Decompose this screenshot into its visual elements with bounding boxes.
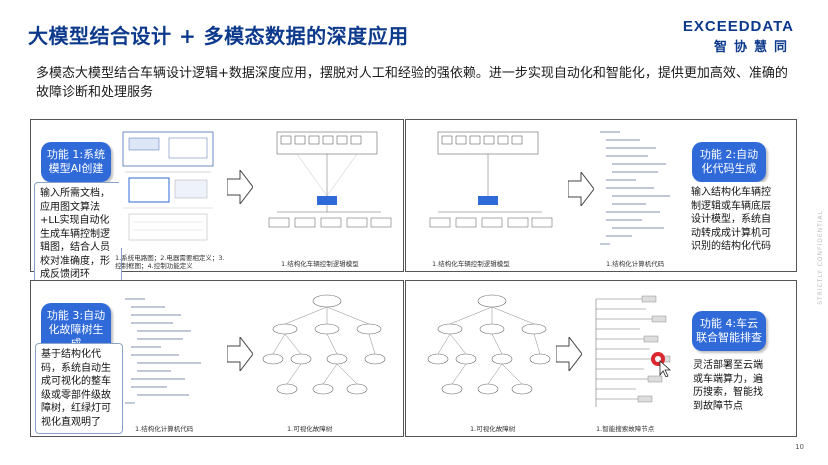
- panel-feature-1: 功能 1:系统模型AI创建 输入所需文档，应用图文算法+LL实现自动化生成车辆控…: [30, 119, 404, 287]
- control-logic-model-diagram: [268, 131, 392, 228]
- feature-2-output-caption: 1.结构化计算机代码: [606, 260, 665, 268]
- feature-2-description: 输入结构化车辆控制逻辑或车辆底层设计模型，系统自动转成成计算机可识别的结构化代码: [686, 182, 776, 258]
- company-logo: EXCEEDDATA 智协慧同: [683, 18, 794, 55]
- structured-code-snippet: [600, 131, 670, 245]
- fault-tree-diagram: [427, 294, 551, 395]
- logo-text-en: EXCEEDDATA: [682, 18, 794, 35]
- fault-node-click-icon: [651, 352, 672, 377]
- feature-1-input-caption: 1.系统电路图；2.电器需要相定义；3.控制框图；4.控制功能定义: [115, 254, 225, 270]
- page-title: 大模型结合设计 + 多模态数据的深度应用: [28, 24, 409, 48]
- feature-1-output-caption: 1.结构化车辆控制逻辑模型: [281, 260, 359, 268]
- feature-4-input-caption: 1.可视化故障树: [470, 425, 516, 433]
- flow-arrow-icon: [568, 172, 594, 206]
- feature-3-description: 基于结构化代码，系统自动生成可视化的整车级或零部件级故障树，红绿灯可视化直观明了: [35, 343, 123, 434]
- feature-3-input-caption: 1.结构化计算机代码: [135, 425, 194, 433]
- panel-feature-4: 1.可视化故障树 1.智能搜索故障节点 功能 4:车云联合智能排查 灵活部署至云…: [405, 280, 797, 437]
- system-circuit-diagram: [119, 128, 217, 248]
- confidential-side-label: STRICTLY CONFIDENTIAL: [817, 210, 824, 305]
- panel-feature-2: 1.结构化车辆控制逻辑模型 1.结构化计算机代码 功能 2:自动化代码生成 输入…: [405, 119, 797, 272]
- feature-3-output-caption: 1.可视化故障树: [287, 425, 333, 433]
- flow-arrow-icon: [227, 170, 253, 204]
- feature-4-badge: 功能 4:车云联合智能排查: [692, 311, 766, 351]
- fault-tree-diagram: [262, 294, 386, 395]
- flow-arrow-icon: [227, 337, 253, 371]
- feature-4-description: 灵活部署至云端或车端算力，遍历搜索，智能找到故障节点: [688, 355, 776, 417]
- logo-text-cn: 智协慧同: [713, 40, 794, 55]
- feature-2-badge: 功能 2:自动化代码生成: [692, 142, 766, 182]
- feature-2-input-caption: 1.结构化车辆控制逻辑模型: [432, 260, 510, 268]
- page-number: 10: [795, 443, 804, 451]
- feature-1-badge: 功能 1:系统模型AI创建: [41, 142, 111, 182]
- feature-4-output-caption: 1.智能搜索故障节点: [596, 425, 655, 433]
- feature-1-description: 输入所需文档，应用图文算法+LL实现自动化生成车辆控制逻辑图，结合人员校对准确度…: [34, 182, 122, 287]
- structured-code-snippet: [125, 298, 201, 404]
- panel-feature-3: 功能 3:自动化故障树生成 基于结构化代码，系统自动生成可视化的整车级或零部件级…: [30, 280, 404, 437]
- intro-text: 多模态大模型结合车辆设计逻辑+数据深度应用，摆脱对人工和经验的强依赖。进一步实现…: [36, 66, 788, 100]
- flow-arrow-icon: [556, 337, 582, 371]
- control-logic-model-diagram: [429, 131, 553, 228]
